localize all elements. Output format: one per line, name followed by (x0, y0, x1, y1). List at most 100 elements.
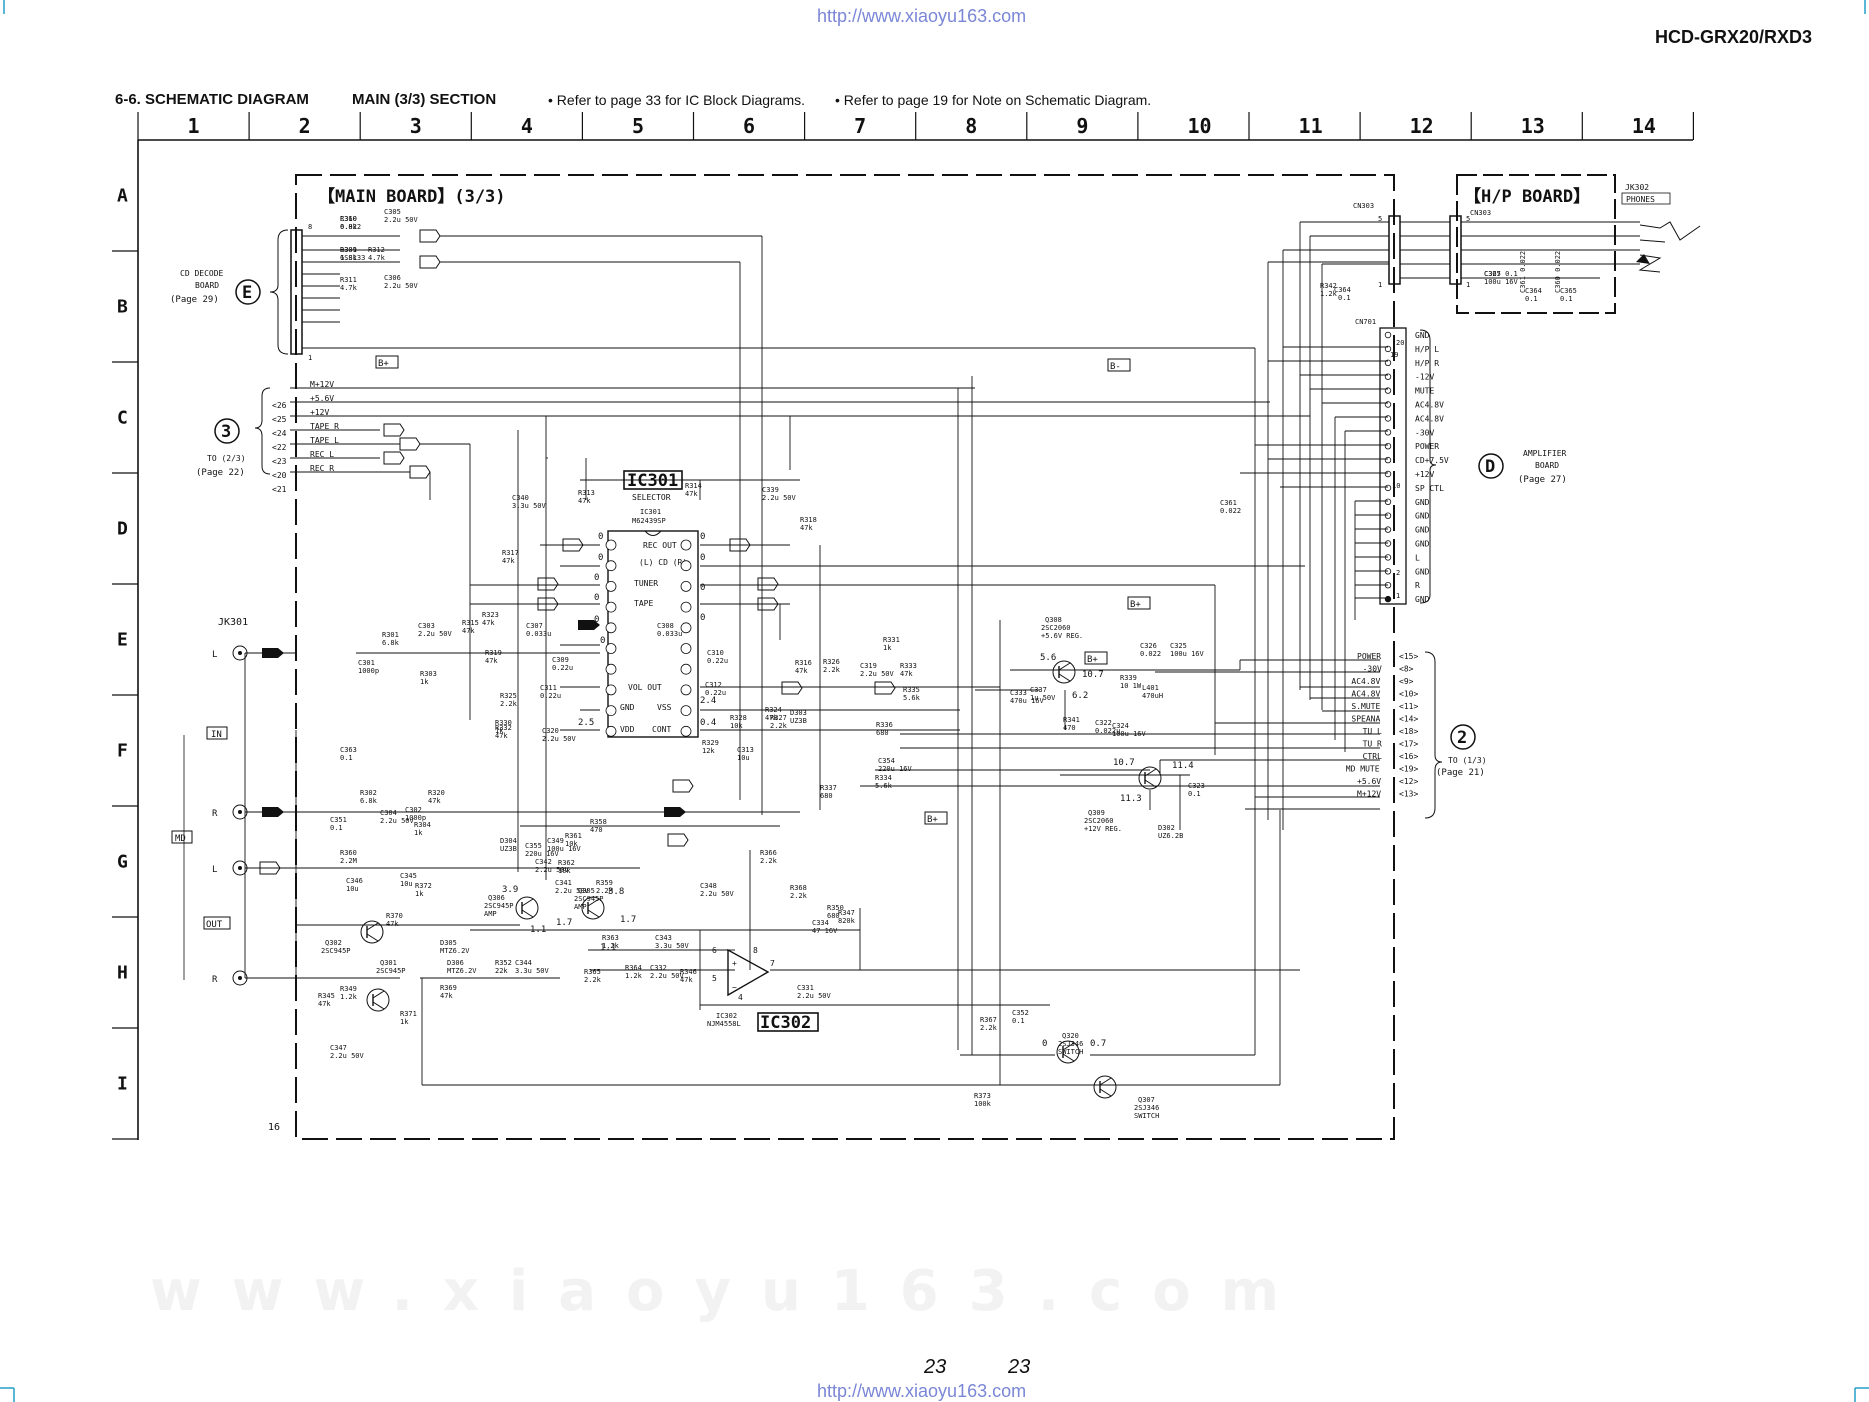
ic301-pin-left (605, 684, 617, 696)
component-value: 10 1W (1120, 682, 1142, 690)
column-label-4: 4 (521, 114, 533, 138)
voltage-value: 0 (700, 532, 705, 542)
row-label-A: A (117, 186, 128, 207)
component-ref: C306 (384, 274, 401, 282)
component-value: 100u 16V (1170, 650, 1205, 658)
component-value: 2.2k (500, 700, 518, 708)
component-value: 1000p (405, 814, 426, 822)
left-bus-pin: <26 (272, 401, 287, 410)
voltage-value: 3.9 (502, 885, 518, 895)
component-value: 1.2k (602, 942, 620, 950)
component-ref: R352 (495, 959, 512, 967)
component-value: 6.8k (340, 223, 358, 231)
component-ref: C365 (1560, 287, 1577, 295)
component-value: 47k (428, 797, 441, 805)
right-bus-label: -30V (1363, 665, 1382, 674)
component-ref: R318 (800, 516, 817, 524)
right-bus-pin: <13> (1399, 790, 1418, 799)
cn303-main-label: CN303 (1353, 202, 1374, 210)
component-ref: R360 (340, 849, 357, 857)
component-value: 470 (1063, 724, 1076, 732)
ref-2-text: TO (1/3) (1448, 756, 1487, 765)
right-bus-label: CTRL (1363, 752, 1382, 761)
component-value: 47k (800, 524, 813, 532)
left-bus-pin: <25 (272, 415, 287, 424)
component-ref: C343 (655, 934, 672, 942)
phones-jack-symbol (1638, 221, 1701, 273)
voltage-value: 6.2 (1072, 691, 1088, 701)
component-ref: C326 (1140, 642, 1157, 650)
ref-3-page: (Page 22) (196, 468, 245, 478)
jack-r-out: R (212, 970, 248, 986)
component-value: 1SS133 (340, 254, 365, 262)
transistor-q301 (366, 988, 390, 1012)
svg-text:19: 19 (1390, 351, 1398, 359)
right-bus-label: AC4.8V (1351, 677, 1380, 686)
component-value: 47k (386, 920, 399, 928)
cn701-pin-label: GND (1415, 331, 1430, 340)
ic301-pin-left (605, 643, 617, 654)
component-ref: R366 (760, 849, 777, 857)
source-url-bottom[interactable]: http://www.xiaoyu163.com (817, 1381, 1027, 1401)
voltage-value: 0 (700, 613, 705, 623)
component-ref: R329 (702, 739, 719, 747)
cn701-pin-label: MUTE (1415, 387, 1434, 396)
component-ref: C307 (526, 622, 543, 630)
component-ref: R337 (820, 784, 837, 792)
ic301-pin-right (680, 684, 692, 696)
svg-text:1: 1 (1396, 592, 1400, 600)
component-value: 47k (795, 667, 808, 675)
component-ref: D306 (447, 959, 464, 967)
component-ref: R358 (590, 818, 607, 826)
column-label-7: 7 (854, 114, 866, 138)
voltage-value: 1.7 (620, 915, 636, 925)
component-value: 2.2u 50V (418, 630, 453, 638)
ref-3-circle (214, 418, 240, 444)
component-ref: R314 (685, 482, 702, 490)
phones-label: PHONES (1626, 195, 1655, 204)
component-ref: R319 (485, 649, 502, 657)
voltage-value: 0 (1042, 1039, 1047, 1049)
transistor-q302 (360, 920, 384, 944)
cn303-hp (1449, 215, 1462, 285)
transistor-q306 (515, 896, 539, 920)
component-ref: R369 (440, 984, 457, 992)
svg-text:8: 8 (308, 223, 312, 231)
source-url-top[interactable]: http://www.xiaoyu163.com (817, 6, 1027, 26)
component-ref: R315 (462, 619, 479, 627)
component-value: 470uH (1142, 692, 1163, 700)
note-schematic: • Refer to page 19 for Note on Schematic… (835, 92, 1152, 108)
component-ref: C322 (1095, 719, 1112, 727)
transistor-emitter (587, 909, 600, 918)
component-ref: R328 (730, 714, 747, 722)
svg-text:C361 0.022: C361 0.022 (1519, 251, 1527, 293)
svg-text:B-: B- (1110, 362, 1121, 372)
right-bus-pin: <19> (1399, 765, 1418, 774)
left-bus-brace (254, 387, 271, 475)
svg-text:1: 1 (1378, 281, 1382, 289)
voltage-value: 0 (598, 553, 603, 563)
component-value: 1000p (358, 667, 379, 675)
component-ref: C351 (330, 816, 347, 824)
component-value: 0.1 (1560, 295, 1573, 303)
component-value: 0.1 (330, 824, 343, 832)
component-value: 2.2u 50V (797, 992, 832, 1000)
ic301-part: IC301 (640, 508, 661, 516)
voltage-value: 0 (600, 636, 605, 646)
out-box (203, 916, 231, 930)
left-bus-pin: <23 (272, 457, 287, 466)
cn701-pin-label: GND (1415, 512, 1430, 521)
left-bus-label: REC L (310, 450, 334, 459)
transistor-role: AMP (574, 903, 587, 911)
svg-text:10: 10 (1392, 482, 1400, 490)
component-value: 0.1 (340, 754, 353, 762)
component-value: 47k (765, 714, 778, 722)
cn701-pin-label: L (1415, 553, 1420, 562)
jack-r-in: R (212, 804, 248, 820)
component-value: 47k (318, 1000, 331, 1008)
right-bus-label: SPEANA (1351, 715, 1380, 724)
svg-text:0.1: 0.1 (1338, 294, 1351, 302)
ic302-part2: NJM4558L (707, 1020, 741, 1028)
component-value: 47k (485, 657, 498, 665)
